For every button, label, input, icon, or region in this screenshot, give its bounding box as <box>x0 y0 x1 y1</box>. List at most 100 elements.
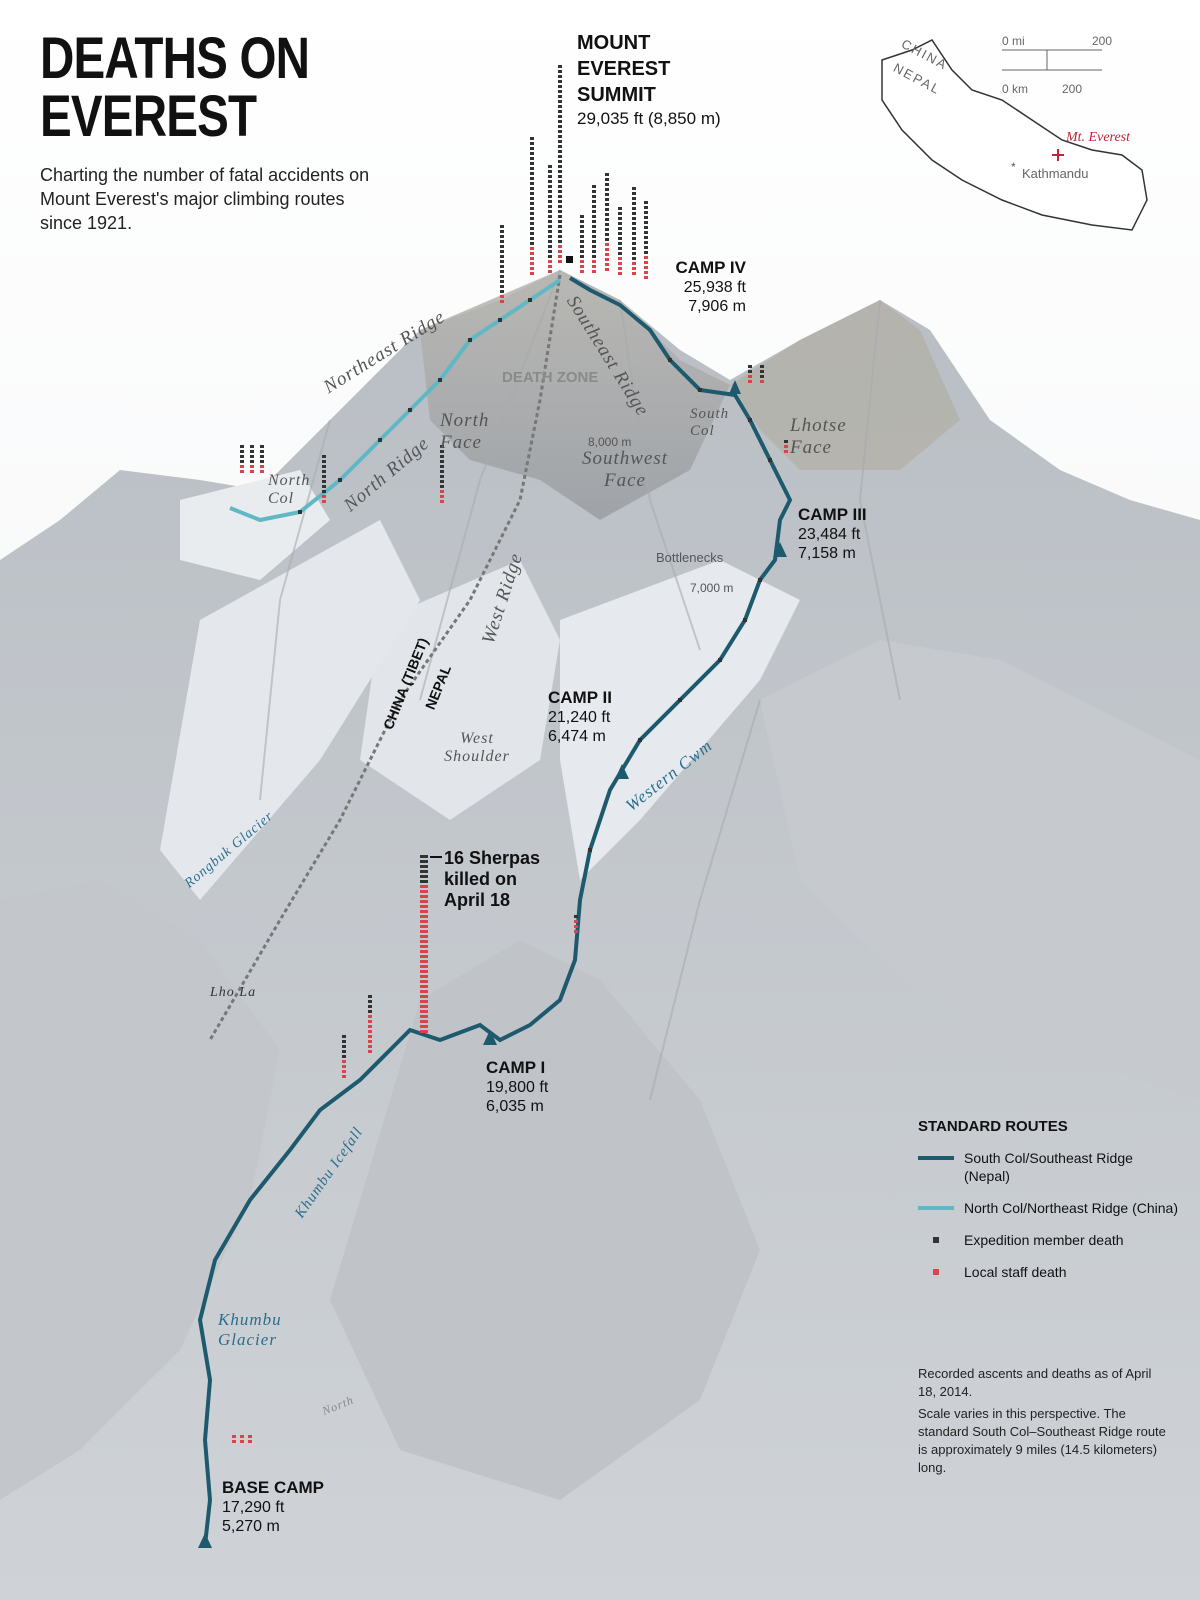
member-death-marker <box>618 222 622 225</box>
staff-death-marker <box>424 905 428 908</box>
member-death-marker <box>632 252 636 255</box>
camp-iii-label: CAMP III 23,484 ft 7,158 m <box>798 505 867 563</box>
staff-death-marker <box>420 1005 424 1008</box>
member-death-marker <box>580 235 584 238</box>
member-death-marker <box>548 190 552 193</box>
member-death-marker <box>618 237 622 240</box>
member-death-marker <box>605 203 609 206</box>
member-death-marker <box>580 230 584 233</box>
staff-death-marker <box>632 272 636 275</box>
svg-text:*: * <box>1011 160 1016 174</box>
member-death-marker <box>632 207 636 210</box>
member-death-marker <box>558 180 562 183</box>
staff-death-marker <box>250 470 254 473</box>
member-death-marker <box>558 195 562 198</box>
staff-death-marker <box>748 375 752 378</box>
staff-death-marker <box>368 1025 372 1028</box>
member-death-marker <box>592 255 596 258</box>
route-death-marker <box>438 378 442 382</box>
member-death-marker <box>632 222 636 225</box>
member-death-marker <box>500 245 504 248</box>
member-death-marker <box>530 207 534 210</box>
member-death-marker <box>618 207 622 210</box>
staff-death-marker <box>424 945 428 948</box>
legend-label: Local staff death <box>964 1264 1067 1280</box>
member-death-marker <box>530 232 534 235</box>
staff-death-marker <box>420 1020 424 1023</box>
staff-death-marker <box>232 1435 236 1438</box>
staff-death-marker <box>420 930 424 933</box>
member-death-marker <box>558 200 562 203</box>
legend-dot <box>933 1269 939 1275</box>
route-death-marker <box>408 408 412 412</box>
member-death-marker <box>644 211 648 214</box>
member-death-marker <box>760 370 764 373</box>
member-death-marker <box>548 230 552 233</box>
member-death-marker <box>530 162 534 165</box>
member-death-marker <box>342 1045 346 1048</box>
member-death-marker <box>558 135 562 138</box>
member-death-marker <box>632 202 636 205</box>
member-death-marker <box>530 202 534 205</box>
staff-death-marker <box>580 270 584 273</box>
member-death-marker <box>342 1035 346 1038</box>
member-death-marker <box>558 230 562 233</box>
member-death-marker <box>605 208 609 211</box>
member-death-marker <box>760 365 764 368</box>
route-death-marker <box>588 848 592 852</box>
staff-death-marker <box>420 940 424 943</box>
member-death-marker <box>530 167 534 170</box>
member-death-marker <box>632 217 636 220</box>
member-death-marker <box>424 880 428 883</box>
staff-death-marker <box>240 465 244 468</box>
staff-death-marker <box>368 1035 372 1038</box>
sherpa-callout: 16 Sherpas killed on April 18 <box>444 848 541 910</box>
staff-death-marker <box>424 1020 428 1023</box>
route-death-marker <box>338 478 342 482</box>
member-death-marker <box>618 227 622 230</box>
staff-death-marker <box>574 925 578 928</box>
staff-death-marker <box>420 890 424 893</box>
member-death-marker <box>260 455 264 458</box>
staff-death-marker <box>605 253 609 256</box>
staff-death-marker <box>440 490 444 493</box>
member-death-marker <box>530 197 534 200</box>
member-death-marker <box>632 242 636 245</box>
member-death-marker <box>368 1005 372 1008</box>
member-death-marker <box>592 210 596 213</box>
legend-item-china-route: North Col/Northeast Ridge (China) <box>918 1199 1178 1217</box>
staff-death-marker <box>420 950 424 953</box>
death-zone-label: DEATH ZONE <box>502 369 599 386</box>
staff-death-marker <box>342 1075 346 1078</box>
staff-death-marker <box>424 960 428 963</box>
note-scale: Scale varies in this perspective. The st… <box>918 1406 1166 1475</box>
member-death-marker <box>548 225 552 228</box>
legend: STANDARD ROUTES South Col/Southeast Ridg… <box>918 1118 1178 1295</box>
member-death-marker <box>424 875 428 878</box>
member-death-marker <box>368 995 372 998</box>
staff-death-marker <box>420 1025 424 1028</box>
member-death-marker <box>250 445 254 448</box>
route-death-marker <box>468 338 472 342</box>
member-death-marker <box>250 460 254 463</box>
member-death-marker <box>558 225 562 228</box>
camp-m: 5,270 m <box>222 1518 280 1535</box>
staff-death-marker <box>424 1025 428 1028</box>
member-death-marker <box>580 250 584 253</box>
south-col-label: South Col <box>690 406 730 439</box>
member-death-marker <box>592 245 596 248</box>
member-death-marker <box>605 238 609 241</box>
member-death-marker <box>592 230 596 233</box>
staff-death-marker <box>424 1030 428 1033</box>
inset-everest-label: Mt. Everest <box>1066 130 1131 145</box>
staff-death-marker <box>424 1010 428 1013</box>
staff-death-marker <box>342 1060 346 1063</box>
staff-death-marker <box>558 250 562 253</box>
staff-death-marker <box>420 960 424 963</box>
member-death-marker <box>644 246 648 249</box>
member-death-marker <box>558 165 562 168</box>
title-line-1: DEATHS ON <box>40 26 310 91</box>
route-death-marker <box>748 418 752 422</box>
member-death-marker <box>618 247 622 250</box>
member-death-marker <box>592 225 596 228</box>
